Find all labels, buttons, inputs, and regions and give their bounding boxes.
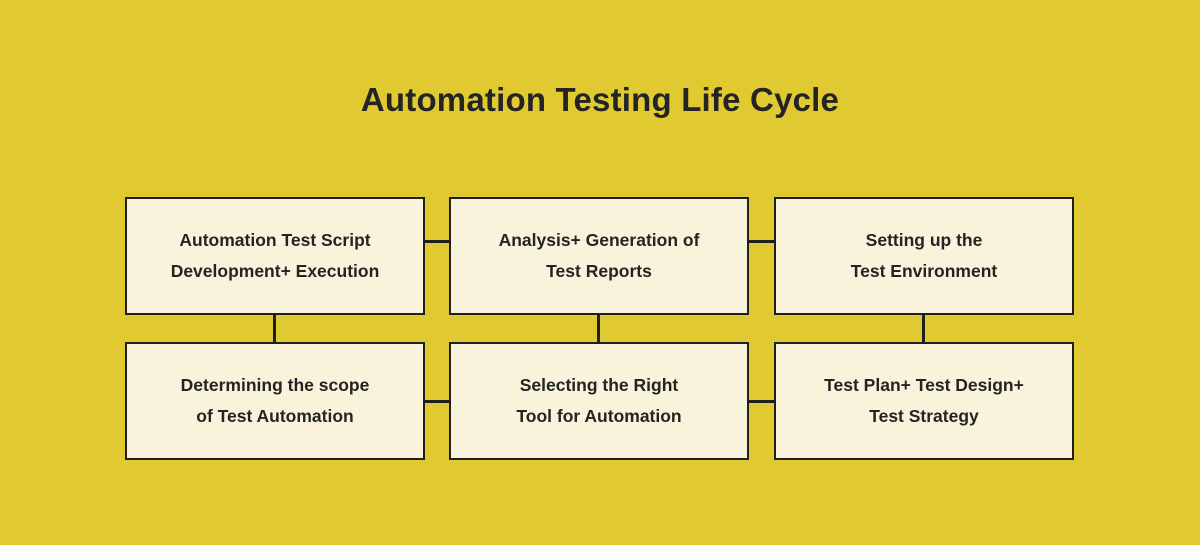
node-label-line: Setting up the [865,230,983,250]
node-selecting-the-right-tool-for-automation: Selecting the Right Tool for Automation [449,342,749,460]
connector-col2-box2-box5 [597,315,600,342]
node-automation-test-script-development-execution: Automation Test Script Development+ Exec… [125,197,425,315]
node-label-line: Analysis+ Generation of [498,230,700,250]
node-label-line: Determining the scope [180,375,370,395]
node-label-line: Test Strategy [869,406,979,426]
connector-row1-box2-box3 [749,240,774,243]
connector-row2-box5-box6 [749,400,774,403]
node-label-line: Selecting the Right [519,375,679,395]
connector-row1-box1-box2 [425,240,449,243]
node-label-line: Development+ Execution [170,261,380,281]
connector-col1-box1-box4 [273,315,276,342]
node-determining-the-scope-of-test-automation: Determining the scope of Test Automation [125,342,425,460]
diagram-title: Automation Testing Life Cycle [360,81,840,118]
node-label-line: Tool for Automation [516,406,682,426]
node-label-line: Test Environment [850,261,998,281]
node-label-line: Automation Test Script [179,230,371,250]
connector-col3-box3-box6 [922,315,925,342]
node-label-line: of Test Automation [196,406,354,426]
node-analysis-generation-of-test-reports: Analysis+ Generation of Test Reports [449,197,749,315]
connector-row2-box4-box5 [425,400,449,403]
node-label-line: Test Reports [546,261,652,281]
node-test-plan-test-design-test-strategy: Test Plan+ Test Design+ Test Strategy [774,342,1074,460]
node-label-line: Test Plan+ Test Design+ [824,375,1024,395]
node-setting-up-the-test-environment: Setting up the Test Environment [774,197,1074,315]
